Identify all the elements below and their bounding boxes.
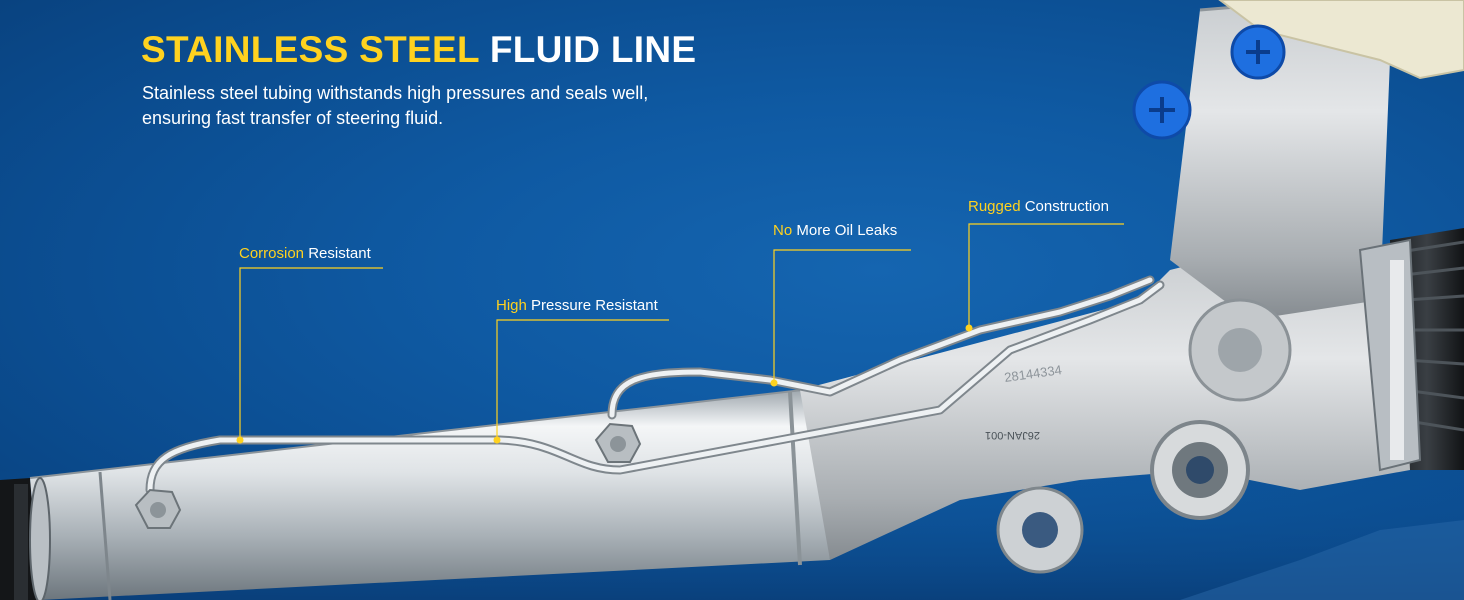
headline: STAINLESS STEEL FLUID LINE [141, 28, 696, 72]
callout-keyword: High [496, 297, 527, 314]
dot-high-pressure [493, 436, 501, 444]
callout-dots [236, 324, 973, 444]
callout-keyword: No [773, 222, 793, 239]
callout-text: Construction [1024, 198, 1109, 215]
subtitle-line-2: ensuring fast transfer of steering fluid… [142, 108, 444, 128]
leader-rugged [968, 223, 1124, 328]
fluid-lines [145, 275, 1165, 495]
date-code: 26JAN-001 [985, 429, 1040, 441]
callout-rugged-construction: Rugged Construction [968, 198, 1109, 216]
callout-text: Pressure Resistant [531, 297, 658, 314]
left-boot [0, 478, 40, 600]
leader-corrosion [239, 267, 383, 440]
headline-highlight: STAINLESS STEEL [141, 29, 480, 70]
callout-high-pressure-resistant: High Pressure Resistant [496, 297, 658, 315]
leader-high-pressure [496, 319, 669, 440]
dot-corrosion [236, 436, 244, 444]
dot-no-leaks [770, 379, 778, 387]
dot-rugged [965, 324, 973, 332]
subtitle-line-1: Stainless steel tubing withstands high p… [142, 83, 649, 103]
callout-keyword: Corrosion [239, 245, 305, 262]
port-cap-upper [1230, 24, 1286, 80]
callout-keyword: Rugged [968, 198, 1021, 215]
headline-rest: FLUID LINE [489, 29, 697, 70]
callout-leaders [239, 223, 1124, 440]
hill-silhouette [1180, 520, 1464, 600]
subtitle: Stainless steel tubing withstands high p… [142, 81, 762, 131]
callout-no-more-oil-leaks: No More Oil Leaks [773, 222, 897, 240]
callout-text: Resistant [308, 245, 371, 262]
callout-corrosion-resistant: Corrosion Resistant [239, 245, 371, 263]
callout-text: More Oil Leaks [796, 222, 898, 239]
port-cap-lower [1132, 80, 1192, 140]
fitting-nut-middle [594, 422, 642, 463]
valve-housing: 28144334 26JAN-001 [800, 0, 1422, 574]
leader-no-leaks [773, 249, 911, 383]
fitting-nut-left [134, 488, 182, 529]
